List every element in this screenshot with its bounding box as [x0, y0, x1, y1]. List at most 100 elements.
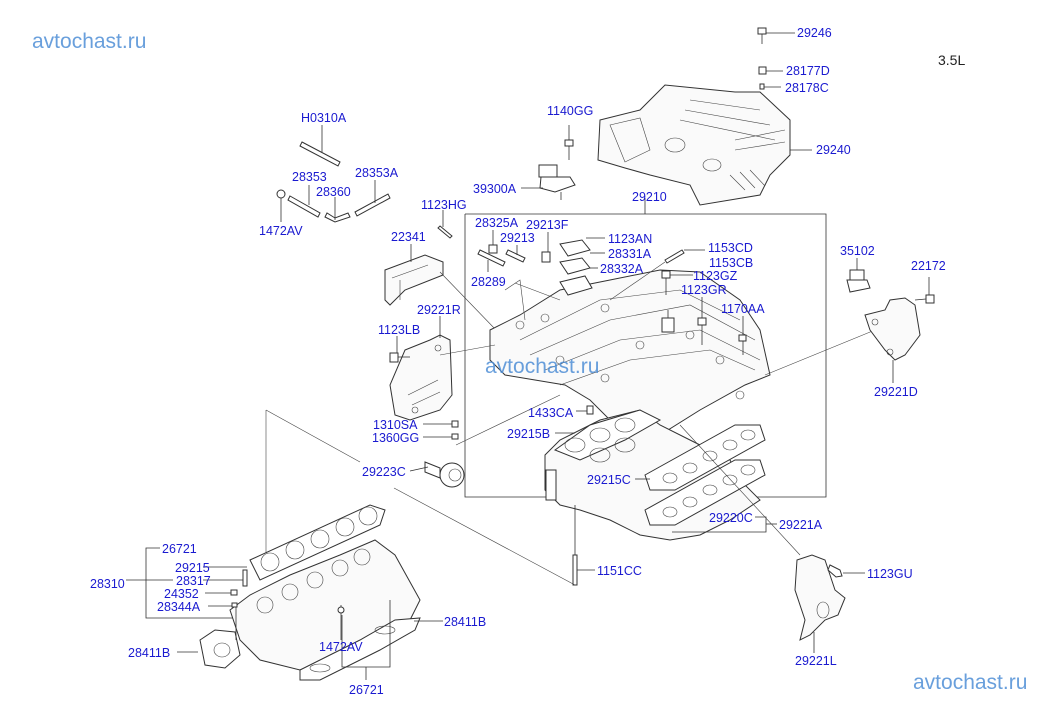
part-label-28353A[interactable]: 28353A	[355, 166, 399, 180]
bolt-1170AA-icon	[738, 316, 747, 355]
bolt-22172-icon	[914, 277, 935, 304]
part-label-28344A[interactable]: 28344A	[157, 600, 201, 614]
part-label-29221L[interactable]: 29221L	[795, 654, 837, 668]
gasket-28332A-icon	[559, 257, 591, 275]
stud-icon	[437, 225, 453, 239]
part-label-1472AV-top[interactable]: 1472AV	[259, 224, 303, 238]
dowel-1151CC-icon	[572, 554, 578, 586]
damper-icon	[424, 461, 465, 488]
part-label-28178C[interactable]: 28178C	[785, 81, 829, 95]
part-label-1123HG[interactable]: 1123HG	[421, 198, 467, 212]
part-label-1153CD[interactable]: 1153CD	[708, 241, 753, 255]
part-label-29223C[interactable]: 29223C	[362, 465, 406, 479]
sensor-small-icon	[661, 310, 675, 333]
pipe-28289-icon	[477, 249, 506, 267]
part-label-1123GR[interactable]: 1123GR	[681, 283, 727, 297]
bolt-1123GZ-icon	[661, 270, 671, 295]
nut-24352-icon	[230, 589, 238, 596]
part-label-1140GG[interactable]: 1140GG	[547, 104, 594, 118]
gasket-29220C-icon	[644, 459, 766, 526]
part-label-29220C[interactable]: 29220C	[709, 511, 753, 525]
flange-icon	[559, 275, 593, 296]
part-label-28289[interactable]: 28289	[471, 275, 506, 289]
flange-28411B-left-icon	[199, 629, 241, 669]
stud-28317-icon	[242, 569, 248, 587]
map-sensor-icon	[538, 125, 576, 200]
bolt-icon	[757, 27, 767, 44]
part-label-1310SA[interactable]: 1310SA	[373, 418, 418, 432]
part-label-28332A[interactable]: 28332A	[600, 262, 644, 276]
hose-icon	[276, 125, 391, 223]
dowel-icon	[586, 405, 594, 415]
bracket-29221D-icon	[864, 297, 921, 361]
part-label-29213F[interactable]: 29213F	[526, 218, 569, 232]
part-label-1360GG[interactable]: 1360GG	[372, 431, 420, 445]
engine-variant-label: 3.5L	[938, 52, 966, 68]
sensor-35102-icon	[846, 258, 871, 293]
nut-icon	[758, 66, 767, 75]
part-label-29210[interactable]: 29210	[632, 190, 667, 204]
gasket-29215C-icon	[644, 424, 766, 491]
part-label-1123GZ[interactable]: 1123GZ	[693, 269, 738, 283]
part-label-1123AN[interactable]: 1123AN	[608, 232, 653, 246]
washer-icon	[759, 83, 765, 90]
part-label-28331A[interactable]: 28331A	[608, 247, 652, 261]
part-label-26721-top[interactable]: 26721	[162, 542, 197, 556]
gasket-29215B-icon	[553, 409, 662, 463]
part-label-22172[interactable]: 22172	[911, 259, 946, 273]
part-label-24352[interactable]: 24352	[164, 587, 199, 601]
part-label-28325A[interactable]: 28325A	[475, 216, 519, 230]
nut-1310SA-icon	[451, 420, 459, 428]
part-label-1153CB[interactable]: 1153CB	[709, 256, 754, 270]
plate-28331A-icon	[559, 239, 591, 257]
part-label-29221A[interactable]: 29221A	[779, 518, 823, 532]
part-label-29215[interactable]: 29215	[175, 561, 210, 575]
part-label-28411B-left[interactable]: 28411B	[128, 646, 171, 660]
part-label-1151CC[interactable]: 1151CC	[597, 564, 642, 578]
watermark-center: avtochast.ru	[485, 355, 600, 378]
part-label-1123GU[interactable]: 1123GU	[867, 567, 913, 581]
part-label-28310[interactable]: 28310	[90, 577, 125, 591]
gasket-29215-icon	[249, 504, 386, 581]
part-label-28317[interactable]: 28317	[176, 574, 211, 588]
elbow-icon	[541, 251, 551, 263]
watermark-top-left: avtochast.ru	[32, 30, 147, 53]
part-label-H0310A[interactable]: H0310A	[301, 111, 347, 125]
part-label-29215B[interactable]: 29215B	[507, 427, 551, 441]
part-label-29215C[interactable]: 29215C	[587, 473, 631, 487]
part-label-26721-bottom[interactable]: 26721	[349, 683, 384, 697]
part-label-28177D[interactable]: 28177D	[786, 64, 830, 78]
part-label-1123LB[interactable]: 1123LB	[378, 323, 421, 337]
part-label-1472AV-bottom[interactable]: 1472AV	[319, 640, 363, 654]
bracket-22341-icon	[384, 254, 444, 306]
part-label-22341[interactable]: 22341	[391, 230, 426, 244]
bracket-29221R-icon	[389, 334, 453, 421]
assembly-box-29210	[464, 213, 827, 498]
watermark-bottom-right: avtochast.ru	[913, 671, 1028, 694]
bolt-1123GU-icon	[827, 564, 843, 578]
part-label-29221R[interactable]: 29221R	[417, 303, 461, 317]
engine-cover-icon	[597, 84, 791, 206]
bracket-29221L-icon	[794, 554, 846, 641]
washer-28344A-icon	[231, 602, 238, 608]
part-label-1170AA[interactable]: 1170AA	[721, 302, 765, 316]
part-label-1433CA[interactable]: 1433CA	[528, 406, 574, 420]
intake-manifold-upper-icon	[489, 269, 771, 441]
pipe-29213-icon	[505, 249, 526, 263]
part-label-29240[interactable]: 29240	[816, 143, 851, 157]
bolt-1123LB-icon	[389, 352, 410, 363]
part-label-35102[interactable]: 35102	[840, 244, 875, 258]
part-label-29221D[interactable]: 29221D	[874, 385, 918, 399]
stud-1153-icon	[664, 249, 685, 264]
bolt-1123GR-icon	[697, 297, 707, 345]
washer-1360GG-icon	[451, 433, 459, 440]
part-label-28411B-right[interactable]: 28411B	[444, 615, 487, 629]
part-label-39300A[interactable]: 39300A	[473, 182, 517, 196]
part-label-28360[interactable]: 28360	[316, 185, 351, 199]
part-label-29213[interactable]: 29213	[500, 231, 535, 245]
part-label-29246[interactable]: 29246	[797, 26, 832, 40]
part-label-28353[interactable]: 28353	[292, 170, 327, 184]
cap-icon	[488, 244, 498, 254]
